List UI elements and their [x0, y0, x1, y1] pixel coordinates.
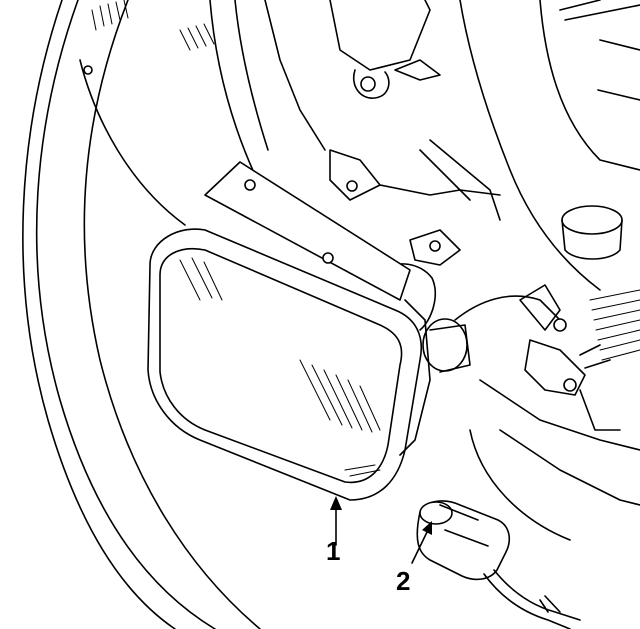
callout-1: 1: [326, 496, 342, 566]
headlamp-hatching: [91, 0, 215, 51]
callout-1-label: 1: [326, 536, 340, 566]
callout-2-label: 2: [396, 566, 410, 596]
bulb-socket: [416, 500, 581, 629]
inner-structure: [264, 0, 640, 541]
bumper-outline: [22, 0, 269, 629]
fog-lamp-assembly: [147, 161, 431, 501]
callout-2: 2: [396, 521, 432, 596]
